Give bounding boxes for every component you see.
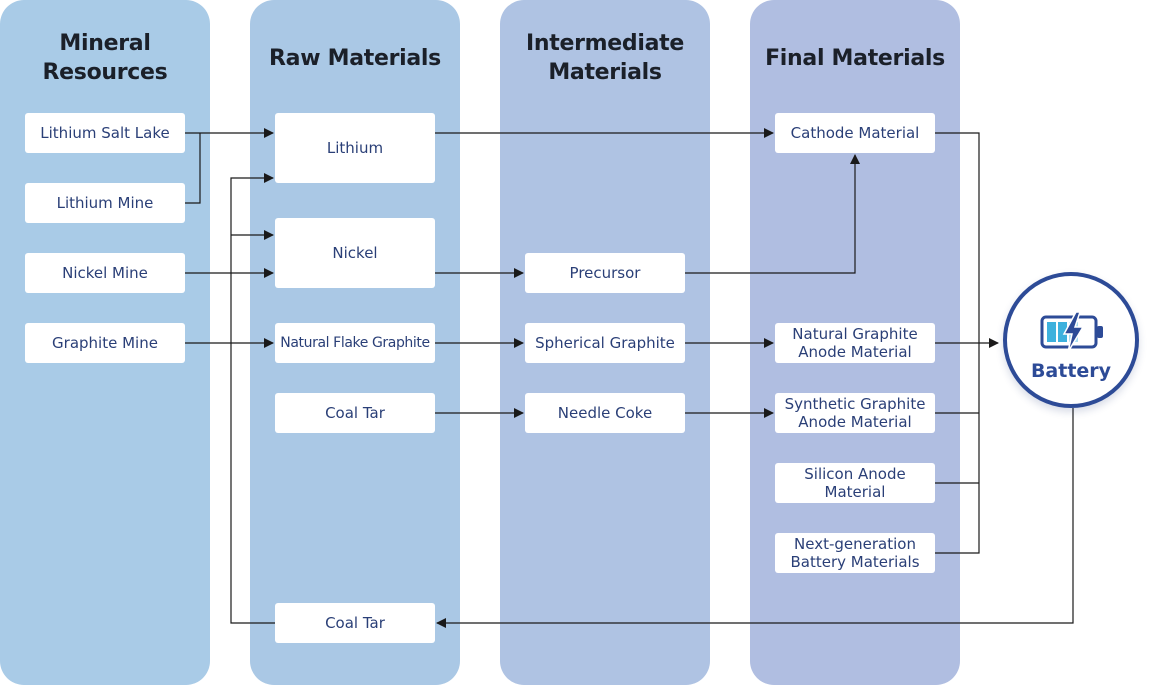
node-cathode-material: Cathode Material [775,113,935,153]
node-graphite-mine: Graphite Mine [25,323,185,363]
node-lithium-mine: Lithium Mine [25,183,185,223]
column-title-raw-materials: Raw Materials [269,45,441,71]
column-title-mineral-resources: Mineral Resources [42,31,168,85]
node-silicon-anode: Silicon Anode Material [775,463,935,503]
node-coal-tar: Coal Tar [275,393,435,433]
node-nickel: Nickel [275,218,435,288]
node-synthetic-graphite-anode: Synthetic Graphite Anode Material [775,393,935,433]
node-precursor: Precursor [525,253,685,293]
node-natural-graphite-anode: Natural Graphite Anode Material [775,323,935,363]
node-next-gen-battery-materials: Next-generation Battery Materials [775,533,935,573]
column-title-intermediate-materials: Intermediate Materials [526,31,684,85]
node-lithium: Lithium [275,113,435,183]
node-coal-tar-recycled: Coal Tar [275,603,435,643]
battery-label: Battery [1030,360,1112,382]
battery-node: Battery [1003,272,1139,408]
node-spherical-graphite: Spherical Graphite [525,323,685,363]
node-natural-flake-graphite: Natural Flake Graphite [275,323,435,363]
node-lithium-salt-lake: Lithium Salt Lake [25,113,185,153]
column-title-final-materials: Final Materials [765,45,945,71]
battery-charging-icon [1040,312,1103,352]
node-nickel-mine: Nickel Mine [25,253,185,293]
node-needle-coke: Needle Coke [525,393,685,433]
